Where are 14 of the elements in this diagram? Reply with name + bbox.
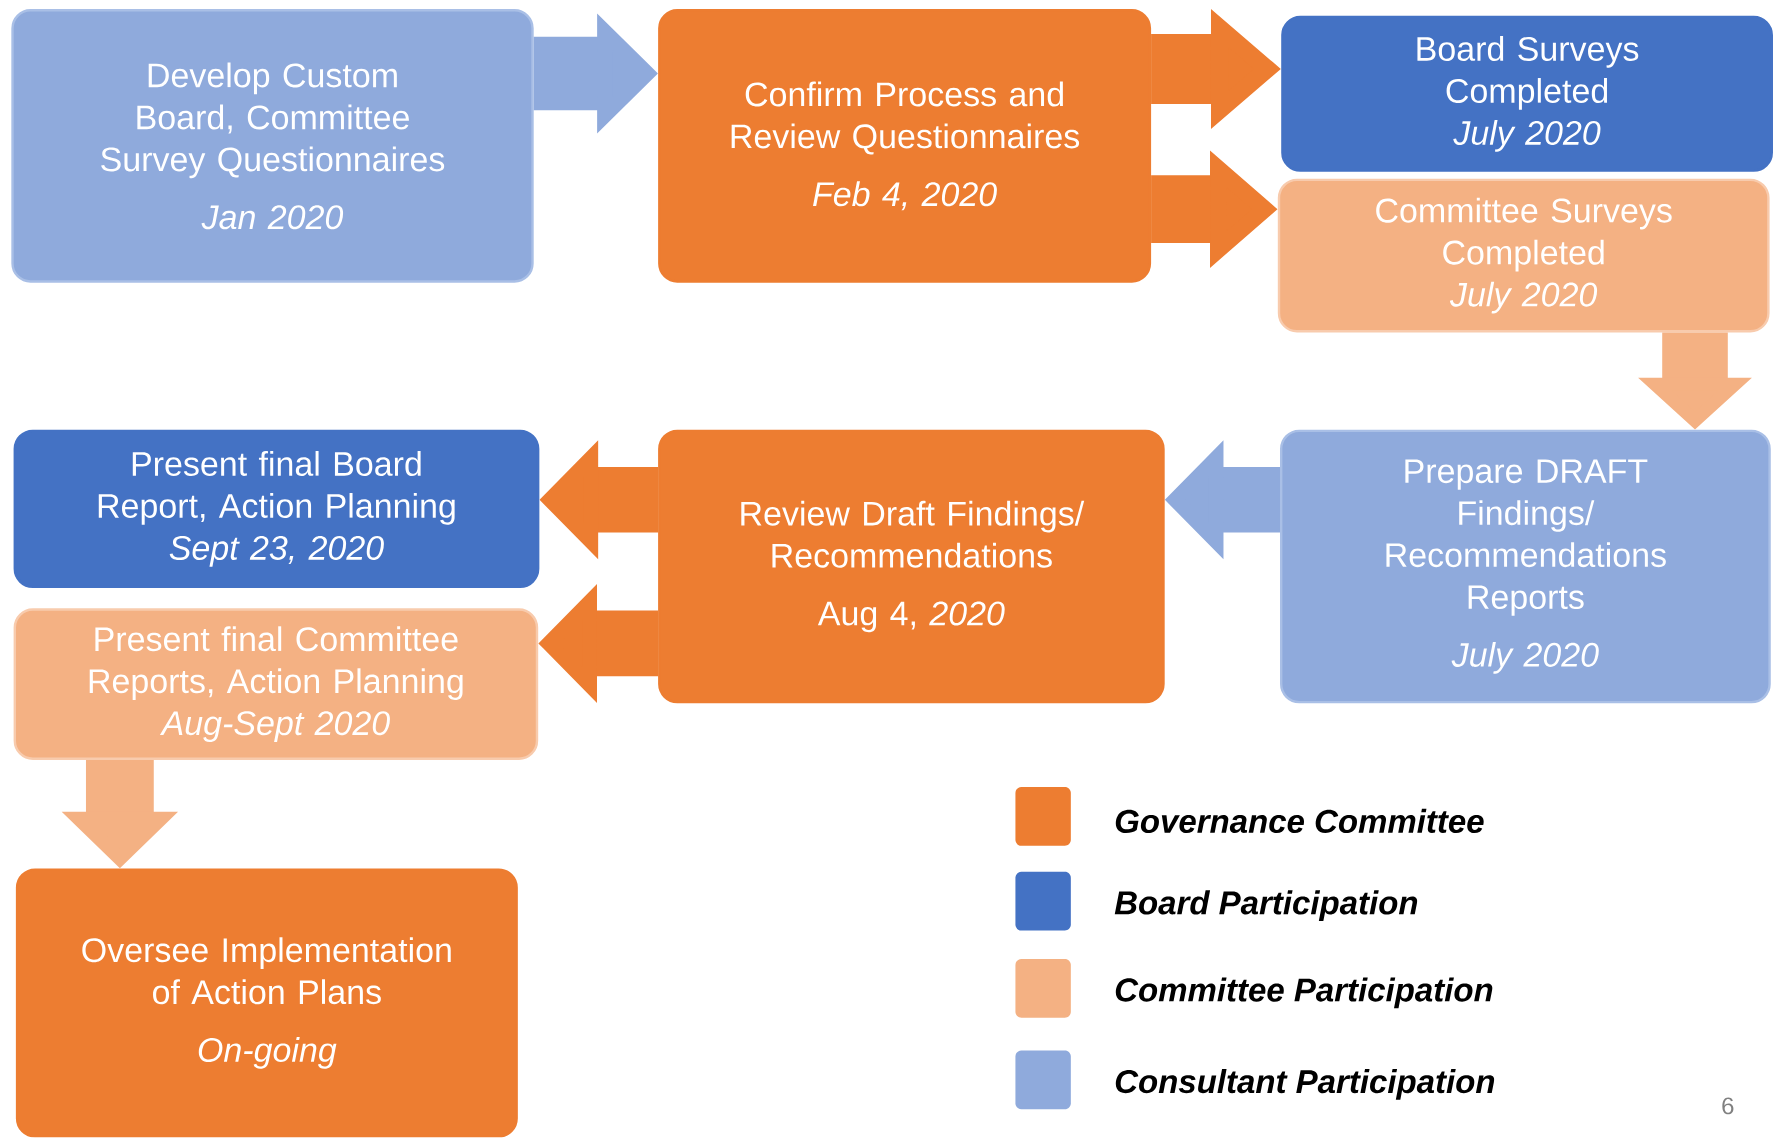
process-box: Prepare DRAFT Findings/ Recommendations Reports July 2020 [1280, 429, 1771, 704]
process-box: Develop Custom Board, Committee Survey Questionnaires Jan 2020 [11, 9, 534, 283]
legend-label: Board Participation [1114, 890, 1418, 922]
process-box: Oversee Implementation of Action Plans On-going [15, 868, 518, 1138]
process-box: Present final Board Report, Action Planning Sept 23, 2020 [13, 429, 540, 589]
process-box: Review Draft Findings/ Recommendations Aug 4, 2020 [658, 429, 1165, 704]
legend-label: Committee Participation [1115, 977, 1493, 1009]
process-box: Confirm Process and Review Questionnaires Feb 4, 2020 [658, 9, 1152, 283]
process-box: Present final Committee Reports, Action Planning Aug-Sept 2020 [13, 608, 539, 761]
legend-label: Consultant Participation [1115, 1069, 1495, 1100]
process-box: Committee Surveys Completed July 2020 [1277, 178, 1770, 333]
legend-label: Governance Committee [1115, 809, 1484, 834]
page-number: 6 [1722, 1097, 1734, 1115]
process-box: Board Surveys Completed July 2020 [1281, 16, 1773, 173]
